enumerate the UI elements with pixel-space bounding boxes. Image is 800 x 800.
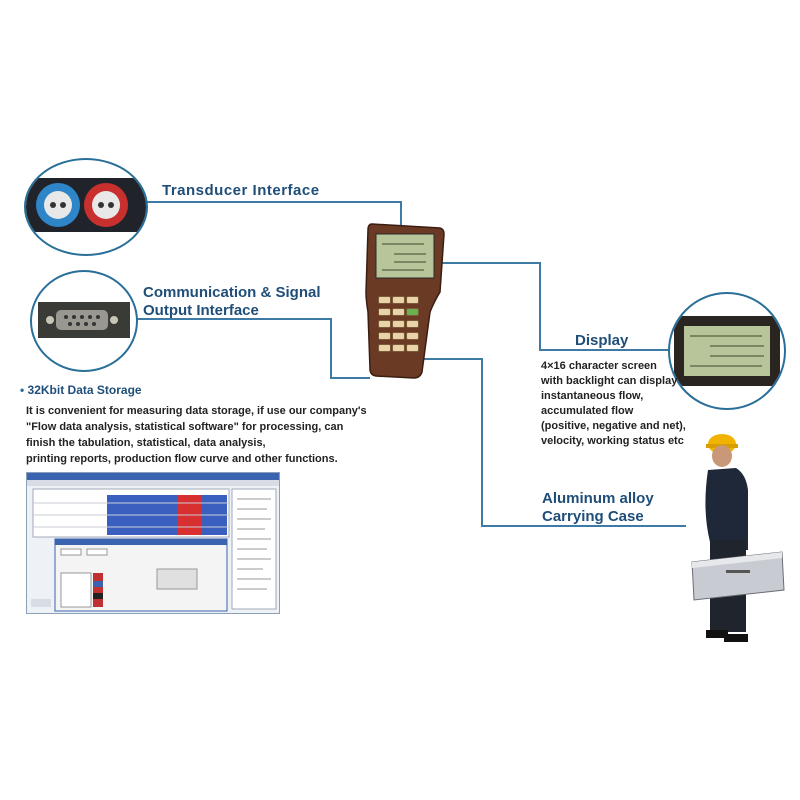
case-label-line1: Aluminum alloy [542,490,654,507]
communication-interface-label-line2: Output Interface [143,302,259,319]
bullet-icon: • [20,383,25,397]
storage-title-text: 32Kbit Data Storage [27,383,142,397]
comm-connector-line-in [330,377,370,379]
case-connector-line-drop [481,358,483,526]
handheld-flowmeter-device [364,222,446,380]
communication-interface-photo [30,270,138,372]
software-window-icon [27,473,279,612]
storage-desc-line: "Flow data analysis, statistical softwar… [26,421,344,433]
display-desc-line: (positive, negative and net), [541,420,686,432]
storage-title: • 32Kbit Data Storage [20,383,142,397]
display-connector-line-drop [539,262,541,350]
display-desc-line: velocity, working status etc [541,435,684,447]
communication-interface-label-line1: Communication & Signal [143,284,321,301]
case-connector-line-in [481,525,686,527]
display-screen-photo [668,292,786,410]
display-description: 4×16 character screen with backlight can… [541,359,691,449]
display-label: Display [575,332,629,349]
worker-icon [691,434,785,642]
case-connector-line [420,358,482,360]
flowmeter-icon [365,223,445,379]
display-connector-line [432,262,540,264]
comm-connector-line [135,318,330,320]
transducer-interface-photo [24,158,148,256]
serial-port-icon [38,302,130,338]
storage-desc-line: It is convenient for measuring data stor… [26,405,367,417]
transducer-connector-line-drop [400,201,402,226]
display-desc-line: accumulated flow [541,405,634,417]
storage-desc-line: printing reports, production flow curve … [26,453,338,465]
worker-with-case [686,430,786,650]
display-desc-line: instantaneous flow, [541,390,644,402]
storage-description: It is convenient for measuring data stor… [26,403,386,467]
comm-connector-line-drop [330,318,332,378]
display-connector-line-in [539,349,669,351]
software-screenshot [26,472,280,614]
case-label-line2: Carrying Case [542,508,644,525]
transducer-connector-line [145,201,400,203]
dual-connector-icon [26,178,146,232]
lcd-screen-icon [674,316,780,386]
display-desc-line: with backlight can display [541,375,678,387]
display-desc-line: 4×16 character screen [541,360,657,372]
transducer-interface-label: Transducer Interface [162,182,320,199]
storage-desc-line: finish the tabulation, statistical, data… [26,437,266,449]
